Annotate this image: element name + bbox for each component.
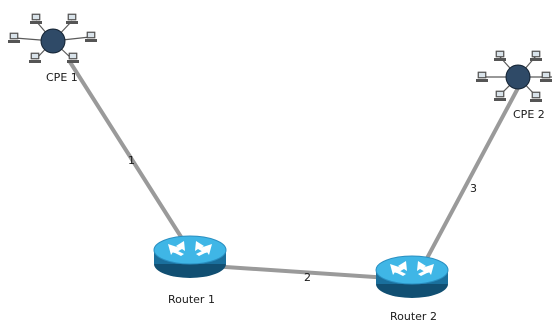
router-icon bbox=[153, 235, 227, 279]
cpe-2-label: CPE 2 bbox=[513, 108, 545, 121]
cpe-2-node[interactable]: CPE 2 bbox=[475, 50, 552, 121]
link-label-2: 2 bbox=[304, 271, 311, 284]
router-icon bbox=[375, 255, 449, 299]
link-1 bbox=[68, 60, 185, 242]
router-1-label: Router 1 bbox=[168, 293, 215, 306]
cpe-1-node[interactable]: CPE 1 bbox=[7, 13, 98, 84]
link-label-3: 3 bbox=[470, 182, 477, 195]
cpe-hub-icon bbox=[7, 13, 98, 64]
link-2 bbox=[194, 263, 407, 281]
router-2-node[interactable]: Router 2 bbox=[375, 255, 449, 323]
cpe-1-label: CPE 1 bbox=[46, 71, 78, 84]
router-1-node[interactable]: Router 1 bbox=[153, 235, 227, 306]
cpe-hub-icon bbox=[475, 50, 552, 103]
link-3 bbox=[423, 86, 520, 264]
link-label-1: 1 bbox=[128, 154, 135, 167]
router-2-label: Router 2 bbox=[390, 310, 437, 323]
